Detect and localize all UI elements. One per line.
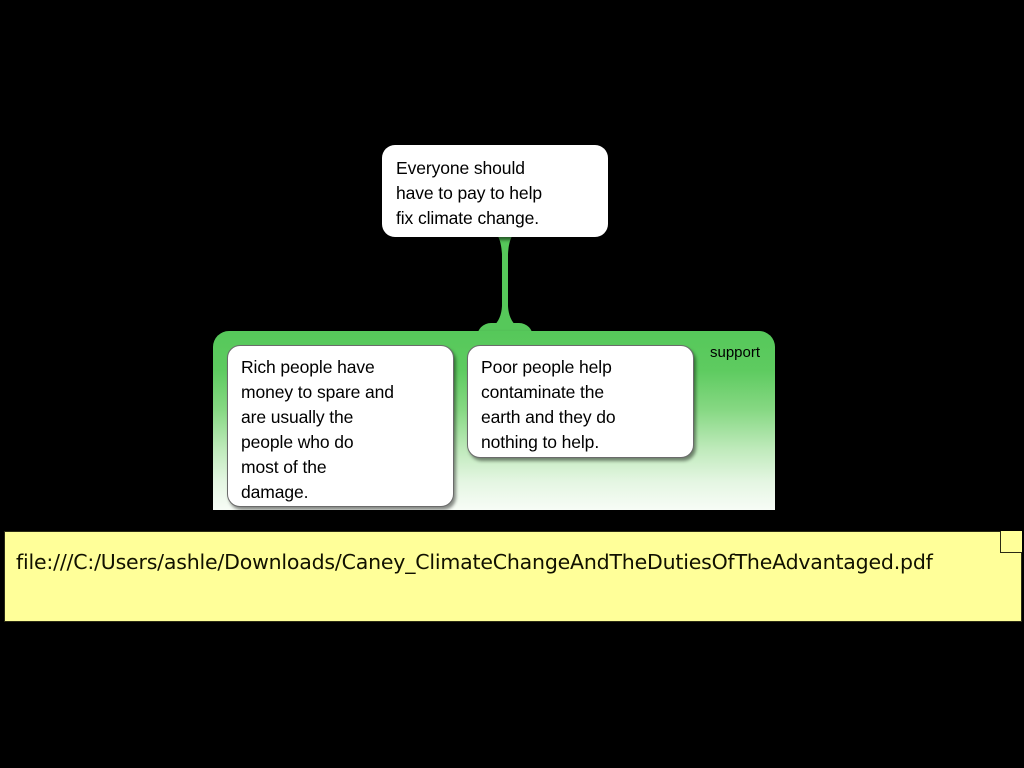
source-note-url[interactable]: file:///C:/Users/ashle/Downloads/Caney_C… <box>16 550 933 574</box>
claim-node[interactable]: Everyone should have to pay to help fix … <box>382 145 608 237</box>
reason-node-rich-people[interactable]: Rich people have money to spare and are … <box>227 345 454 507</box>
support-group-label: support <box>710 344 761 361</box>
source-note-body <box>4 531 1022 622</box>
reason-node-text: Rich people have money to spare and are … <box>241 357 394 502</box>
reason-node-text: Poor people help contaminate the earth a… <box>481 357 616 452</box>
reason-node-poor-people[interactable]: Poor people help contaminate the earth a… <box>467 345 694 458</box>
source-note[interactable]: file:///C:/Users/ashle/Downloads/Caney_C… <box>4 531 1022 622</box>
page-fold-icon <box>1000 531 1022 553</box>
claim-node-text: Everyone should have to pay to help fix … <box>396 158 542 228</box>
support-connector-icon <box>467 228 543 338</box>
